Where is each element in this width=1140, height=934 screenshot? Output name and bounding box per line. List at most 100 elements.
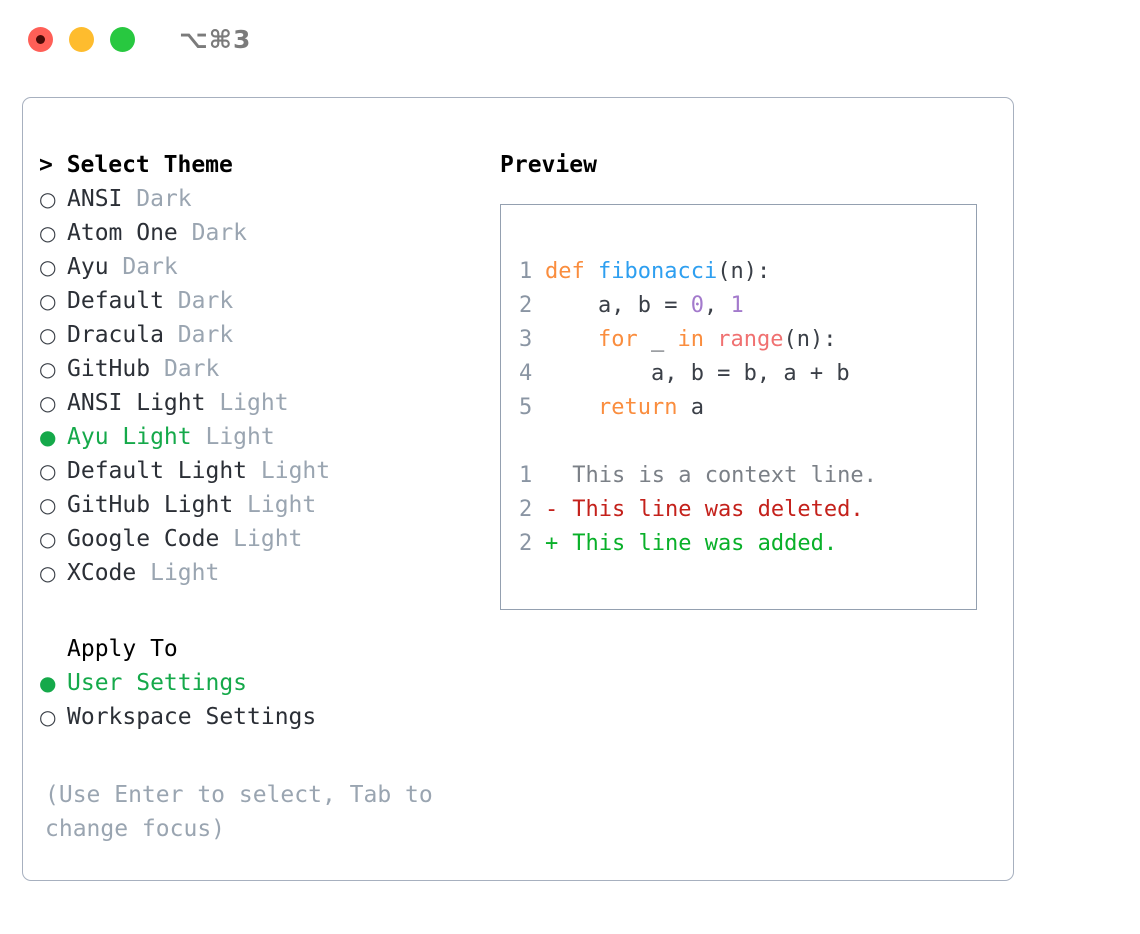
theme-option-tag: Dark xyxy=(163,356,220,382)
theme-option-google-code[interactable]: ○Google Code Light xyxy=(39,522,493,556)
code-token: def xyxy=(545,259,598,284)
radio-unselected-icon: ○ xyxy=(39,289,57,313)
code-token: 0 xyxy=(690,293,704,318)
radio-unselected-icon: ○ xyxy=(39,323,57,347)
theme-option-tag: Light xyxy=(219,390,289,416)
theme-option-label: Google Code xyxy=(67,526,234,552)
apply-option-label: Workspace Settings xyxy=(67,704,317,730)
radio-unselected-icon: ○ xyxy=(39,459,57,483)
theme-option-ayu[interactable]: ○Ayu Dark xyxy=(39,250,493,284)
line-number: 3 xyxy=(519,327,533,352)
minimize-window-button[interactable] xyxy=(69,26,94,52)
code-token: range xyxy=(717,327,784,352)
theme-option-ayu-light[interactable]: ● Ayu Light Light xyxy=(39,420,493,454)
code-token: for xyxy=(597,327,638,352)
window-title: ⌥⌘3 xyxy=(179,24,252,54)
diff-line: 2 - This line was deleted. xyxy=(519,493,976,527)
theme-option-tag: Light xyxy=(150,560,220,586)
theme-option-default-light[interactable]: ○ Default Light Light xyxy=(39,454,493,488)
theme-option-label: GitHub Light xyxy=(67,492,248,518)
code-token: a xyxy=(677,395,704,420)
left-column: > Select Theme ○ANSI Dark○Atom One Dark○… xyxy=(23,148,493,846)
radio-unselected-icon: ○ xyxy=(39,391,57,415)
code-token: 1 xyxy=(730,293,744,318)
line-number: 4 xyxy=(519,361,533,386)
code-token: (n): xyxy=(717,259,771,284)
apply-option-user-settings[interactable]: ● User Settings xyxy=(39,666,493,700)
title-bar: ⌥⌘3 xyxy=(0,0,1140,78)
theme-option-label: Ayu Light xyxy=(67,424,206,450)
theme-option-github-light[interactable]: ○ GitHub Light Light xyxy=(39,488,493,522)
theme-option-label: XCode xyxy=(67,560,151,586)
line-number: 1 xyxy=(519,463,533,488)
diff-sign xyxy=(545,459,559,493)
line-number: 2 xyxy=(519,293,533,318)
diff-sign: + xyxy=(545,531,559,556)
radio-unselected-icon: ○ xyxy=(39,221,57,245)
diff-line-text: + This line was added. xyxy=(545,531,837,556)
theme-option-tag: Light xyxy=(247,492,317,518)
line-number: 1 xyxy=(519,259,533,284)
theme-option-default[interactable]: ○Default Dark xyxy=(39,284,493,318)
code-token: _ xyxy=(637,327,678,352)
apply-to-header: Apply To xyxy=(67,636,178,662)
radio-selected-icon: ● xyxy=(39,671,57,695)
code-token: , xyxy=(703,293,731,318)
diff-line: 2 + This line was added. xyxy=(519,527,976,561)
radio-unselected-icon: ○ xyxy=(39,527,57,551)
theme-option-xcode[interactable]: ○ XCode Light xyxy=(39,556,493,590)
line-number: 5 xyxy=(519,395,533,420)
theme-option-ansi-light[interactable]: ○ ANSI Light Light xyxy=(39,386,493,420)
line-number: 2 xyxy=(519,497,533,522)
theme-option-github[interactable]: ○ GitHub Dark xyxy=(39,352,493,386)
theme-option-dracula[interactable]: ○ Dracula Dark xyxy=(39,318,493,352)
theme-option-tag: Dark xyxy=(177,322,234,348)
apply-option-workspace-settings[interactable]: ○ Workspace Settings xyxy=(39,700,493,734)
code-line: 3 for _ in range(n): xyxy=(519,323,976,357)
theme-option-label: Default Light xyxy=(67,458,261,484)
theme-option-tag: Light xyxy=(260,458,331,484)
theme-option-ansi[interactable]: ○ ANSI Dark xyxy=(39,182,493,216)
code-line: 5 return a xyxy=(519,391,976,425)
main-panel: > Select Theme ○ANSI Dark○Atom One Dark○… xyxy=(22,97,1014,881)
radio-unselected-icon: ○ xyxy=(39,561,57,585)
apply-option-label: User Settings xyxy=(67,670,248,696)
theme-option-tag: Dark xyxy=(191,220,248,246)
code-token: a, b = b, a + b xyxy=(545,361,850,386)
diff-line-text: This is a context line. xyxy=(545,463,877,488)
traffic-lights xyxy=(28,26,135,52)
theme-option-atom-one[interactable]: ○Atom One Dark xyxy=(39,216,493,250)
maximize-window-button[interactable] xyxy=(110,26,135,52)
theme-option-label: ANSI Light xyxy=(67,390,220,416)
theme-option-label: ANSI xyxy=(67,186,137,212)
line-number: 2 xyxy=(519,531,533,556)
code-token: return xyxy=(597,395,678,420)
code-token xyxy=(545,395,598,420)
code-token: in xyxy=(677,327,704,352)
theme-list[interactable]: ○ANSI Dark○Atom One Dark○Ayu Dark○Defaul… xyxy=(39,182,493,590)
diff-line-text: - This line was deleted. xyxy=(545,497,864,522)
code-line: 4 a, b = b, a + b xyxy=(519,357,976,391)
theme-option-label: GitHub xyxy=(67,356,164,382)
radio-unselected-icon: ○ xyxy=(39,493,57,517)
select-theme-header: > Select Theme xyxy=(39,152,233,178)
theme-option-tag: Light xyxy=(205,424,275,450)
close-window-button[interactable] xyxy=(28,26,53,52)
radio-unselected-icon: ○ xyxy=(39,357,57,381)
code-token: a, b = xyxy=(545,293,691,318)
preview-header: Preview xyxy=(500,152,597,178)
apply-to-list[interactable]: ● User Settings ○ Workspace Settings xyxy=(39,666,493,734)
theme-option-label: Dracula xyxy=(67,322,178,348)
radio-unselected-icon: ○ xyxy=(39,705,57,729)
theme-option-tag: Dark xyxy=(136,186,192,212)
code-token: (n): xyxy=(783,327,837,352)
radio-unselected-icon: ○ xyxy=(39,187,57,211)
code-line: 2 a, b = 0, 1 xyxy=(519,289,976,323)
diff-line: 1 This is a context line. xyxy=(519,459,976,493)
radio-selected-icon: ● xyxy=(39,425,57,449)
theme-option-label: Default xyxy=(67,288,178,314)
